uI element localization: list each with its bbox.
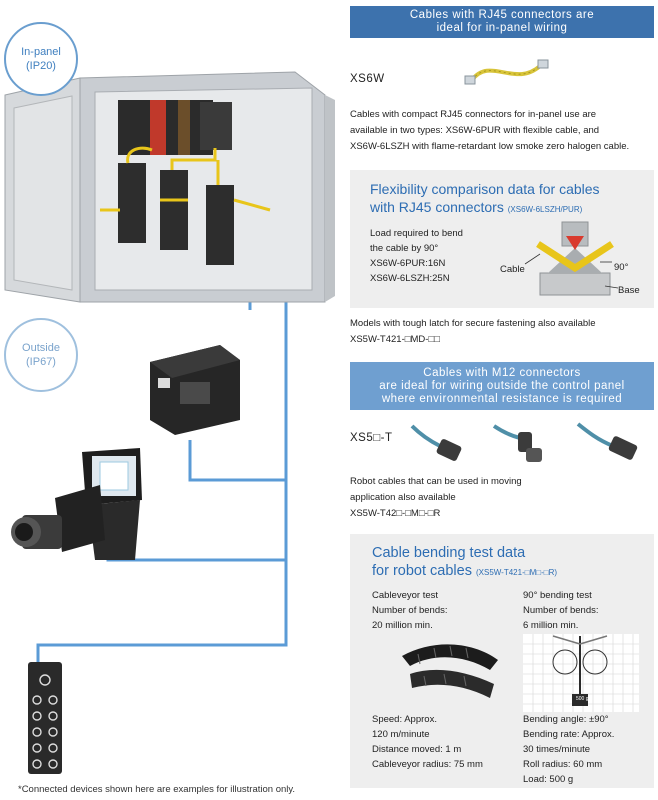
inpanel-badge-line2: (IP20) (26, 60, 56, 72)
bending-title-line2-wrap: for robot cables (XS5W-T421-□M□-□R) (372, 562, 652, 582)
bend90-diagram (523, 634, 639, 712)
io-hub-device (28, 662, 62, 774)
bend90-heading: 90° bending test Number of bends: 6 mill… (523, 588, 599, 633)
m12-female-connector (576, 422, 638, 460)
flexibility-title-line2: with RJ45 connectors (370, 199, 504, 215)
control-cabinet (4, 71, 335, 303)
latch-line1: Models with tough latch for secure faste… (350, 318, 596, 329)
cableveyor-image (402, 644, 498, 698)
robot-cable-note: Robot cables that can be used in moving … (350, 474, 656, 522)
outside-badge-line1: Outside (22, 342, 60, 354)
latch-line2: XS5W-T421-□MD-□□ (350, 334, 440, 345)
bend90-spec1: Bending angle: ±90° (523, 714, 609, 725)
m12-heading-line1: Cables with M12 connectors (423, 366, 581, 379)
rj45-desc-line1: Cables with compact RJ45 connectors for … (350, 109, 597, 120)
cableveyor-specs: Speed: Approx. 120 m/minute Distance mov… (372, 712, 483, 772)
flexibility-title-note: (XS6W-6LSZH/PUR) (507, 205, 583, 214)
cableveyor-head2: Number of bends: (372, 605, 448, 616)
rj45-heading-line1: Cables with RJ45 connectors are (409, 9, 595, 21)
system-illustration: In-panel (IP20) Outside (IP67) *Connecte… (4, 22, 335, 795)
cableveyor-heading: Cableveyor test Number of bends: 20 mill… (372, 588, 448, 633)
load-lszh: XS6W-6LSZH:25N (370, 273, 450, 284)
bend90-head3: 6 million min. (523, 620, 579, 631)
rj45-cable-image (464, 59, 549, 85)
load-line2: the cable by 90° (370, 243, 439, 254)
diagram-label-base: Base (618, 285, 640, 296)
m12-angled-connector (492, 424, 542, 462)
load-line1: Load required to bend (370, 228, 463, 239)
bend90-spec2: Bending rate: Approx. (523, 729, 615, 740)
cableveyor-spec2: 120 m/minute (372, 729, 430, 740)
cableveyor-spec1: Speed: Approx. (372, 714, 437, 725)
rj45-heading-line2: ideal for in-panel wiring (436, 22, 568, 34)
flexibility-box: Flexibility comparison data for cables w… (350, 170, 654, 308)
robot-line2: application also available (350, 492, 456, 503)
io-block-device (150, 345, 240, 435)
rj45-desc-line2: available in two types: XS6W-6PUR with f… (350, 125, 600, 136)
cableveyor-spec4: Cableveyor radius: 75 mm (372, 759, 483, 770)
info-column: Cables with RJ45 connectors are ideal fo… (350, 0, 658, 800)
bending-test-box: Cable bending test data for robot cables… (350, 534, 654, 788)
bend90-head1: 90° bending test (523, 590, 592, 601)
m12-heading-band: Cables with M12 connectors are ideal for… (350, 362, 654, 410)
m12-connectors-image (410, 422, 638, 462)
diagram-label-cable: Cable (500, 264, 525, 275)
bend-test-diagram (524, 221, 619, 296)
bend90-head2: Number of bends: (523, 605, 599, 616)
robot-line3: XS5W-T42□-□M□-□R (350, 508, 441, 519)
m12-heading-line3: where environmental resistance is requir… (381, 392, 623, 405)
illustration-svg (4, 71, 335, 774)
flexibility-title-line2-wrap: with RJ45 connectors (XS6W-6LSZH/PUR) (370, 198, 650, 219)
inpanel-badge: In-panel (IP20) (4, 22, 78, 96)
outside-badge: Outside (IP67) (4, 318, 78, 392)
m12-straight-connector (410, 424, 462, 461)
illustration-footnote: *Connected devices shown here are exampl… (18, 784, 296, 795)
rj45-desc-line3: XS6W-6LSZH with flame-retardant low smok… (350, 141, 630, 152)
bending-title: Cable bending test data for robot cables… (372, 544, 652, 582)
rj45-heading-band: Cables with RJ45 connectors are ideal fo… (350, 6, 654, 38)
bend90-spec4: Roll radius: 60 mm (523, 759, 603, 770)
bend90-specs: Bending angle: ±90° Bending rate: Approx… (523, 712, 614, 787)
rj45-description: Cables with compact RJ45 connectors for … (350, 107, 656, 155)
m12-model: XS5□-T (350, 432, 393, 444)
bend90-spec5: Load: 500 g (523, 774, 574, 785)
bending-title-line2: for robot cables (372, 563, 472, 579)
camera-device (11, 485, 105, 552)
bend90-weight-label: 500 g (576, 696, 589, 702)
robot-line1: Robot cables that can be used in moving (350, 476, 522, 487)
m12-heading-line2: are ideal for wiring outside the control… (379, 379, 625, 392)
flexibility-title-line1: Flexibility comparison data for cables (370, 181, 600, 197)
load-pur: XS6W-6PUR:16N (370, 258, 446, 269)
inpanel-badge-line1: In-panel (21, 46, 61, 58)
bend90-spec3: 30 times/minute (523, 744, 591, 755)
flexibility-title: Flexibility comparison data for cables w… (370, 180, 650, 219)
diagram-label-angle: 90° (614, 262, 629, 273)
outside-badge-line2: (IP67) (26, 356, 56, 368)
flexibility-load-text: Load required to bend the cable by 90° X… (370, 226, 463, 286)
latch-note: Models with tough latch for secure faste… (350, 316, 656, 348)
bending-title-note: (XS5W-T421-□M□-□R) (475, 568, 558, 577)
cableveyor-head1: Cableveyor test (372, 590, 439, 601)
bending-title-line1: Cable bending test data (372, 545, 526, 561)
cableveyor-spec3: Distance moved: 1 m (372, 744, 462, 755)
rj45-model: XS6W (350, 73, 385, 85)
cableveyor-head3: 20 million min. (372, 620, 433, 631)
